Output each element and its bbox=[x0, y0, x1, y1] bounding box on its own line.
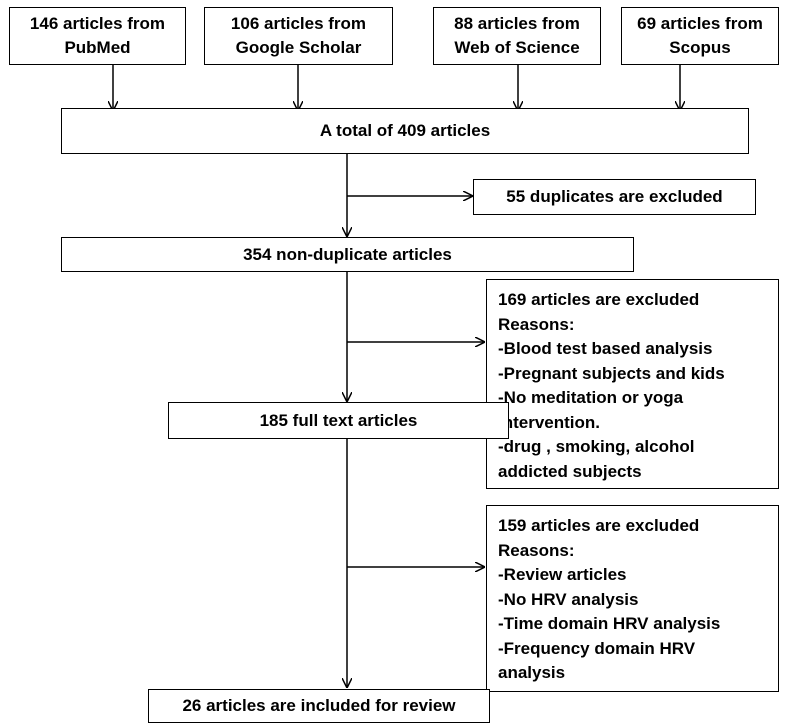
exclusion-box-2: 159 articles are excluded Reasons: -Revi… bbox=[486, 505, 779, 692]
exclusion1-reason: -drug , smoking, alcohol bbox=[498, 437, 695, 456]
source-wos-line2: Web of Science bbox=[454, 38, 580, 57]
duplicates-excluded-text: 55 duplicates are excluded bbox=[506, 187, 723, 206]
source-pubmed-line1: 146 articles from bbox=[29, 14, 166, 33]
source-scholar-line2: Google Scholar bbox=[235, 38, 362, 57]
duplicates-excluded-box: 55 duplicates are excluded bbox=[473, 179, 756, 215]
source-scopus: 69 articles from Scopus bbox=[621, 7, 779, 65]
exclusion1-reason: -Blood test based analysis bbox=[498, 339, 713, 358]
source-scopus-line1: 69 articles from bbox=[637, 14, 763, 33]
source-scholar-line1: 106 articles from bbox=[230, 14, 367, 33]
source-wos-line1: 88 articles from bbox=[454, 14, 580, 33]
total-articles-text: A total of 409 articles bbox=[319, 121, 491, 140]
source-pubmed: 146 articles from PubMed bbox=[9, 7, 186, 65]
non-duplicate-text: 354 non-duplicate articles bbox=[243, 244, 452, 264]
exclusion2-reason: -Review articles bbox=[498, 565, 627, 584]
exclusion2-reasons-label: Reasons: bbox=[498, 540, 575, 560]
exclusion2-reason: -Frequency domain HRV bbox=[498, 638, 696, 658]
source-scopus-line2: Scopus bbox=[669, 38, 731, 57]
exclusion2-reason: -No HRV analysis bbox=[498, 589, 639, 609]
full-text-box: 185 full text articles bbox=[168, 402, 509, 439]
full-text-text: 185 full text articles bbox=[259, 410, 418, 430]
exclusion1-reason: addicted subjects bbox=[498, 461, 642, 481]
exclusion1-title: 169 articles are excluded bbox=[498, 290, 700, 309]
total-articles-box: A total of 409 articles bbox=[61, 108, 749, 154]
source-web-of-science: 88 articles from Web of Science bbox=[433, 7, 601, 65]
source-google-scholar: 106 articles from Google Scholar bbox=[204, 7, 393, 65]
exclusion-box-1: 169 articles are excluded Reasons: -Bloo… bbox=[486, 279, 779, 489]
exclusion1-reason: -No meditation or yoga bbox=[498, 388, 684, 407]
exclusion2-title: 159 articles are excluded bbox=[498, 516, 700, 535]
exclusion1-reason: intervention. bbox=[498, 412, 601, 432]
non-duplicate-box: 354 non-duplicate articles bbox=[61, 237, 634, 272]
exclusion2-reason: analysis bbox=[498, 663, 566, 682]
exclusion1-reason: -Pregnant subjects and kids bbox=[498, 363, 725, 383]
source-pubmed-line2: PubMed bbox=[64, 38, 131, 57]
included-box: 26 articles are included for review bbox=[148, 689, 490, 723]
exclusion1-reasons-label: Reasons: bbox=[498, 314, 575, 334]
exclusion2-reason: -Time domain HRV analysis bbox=[498, 614, 721, 633]
included-text: 26 articles are included for review bbox=[182, 696, 456, 715]
